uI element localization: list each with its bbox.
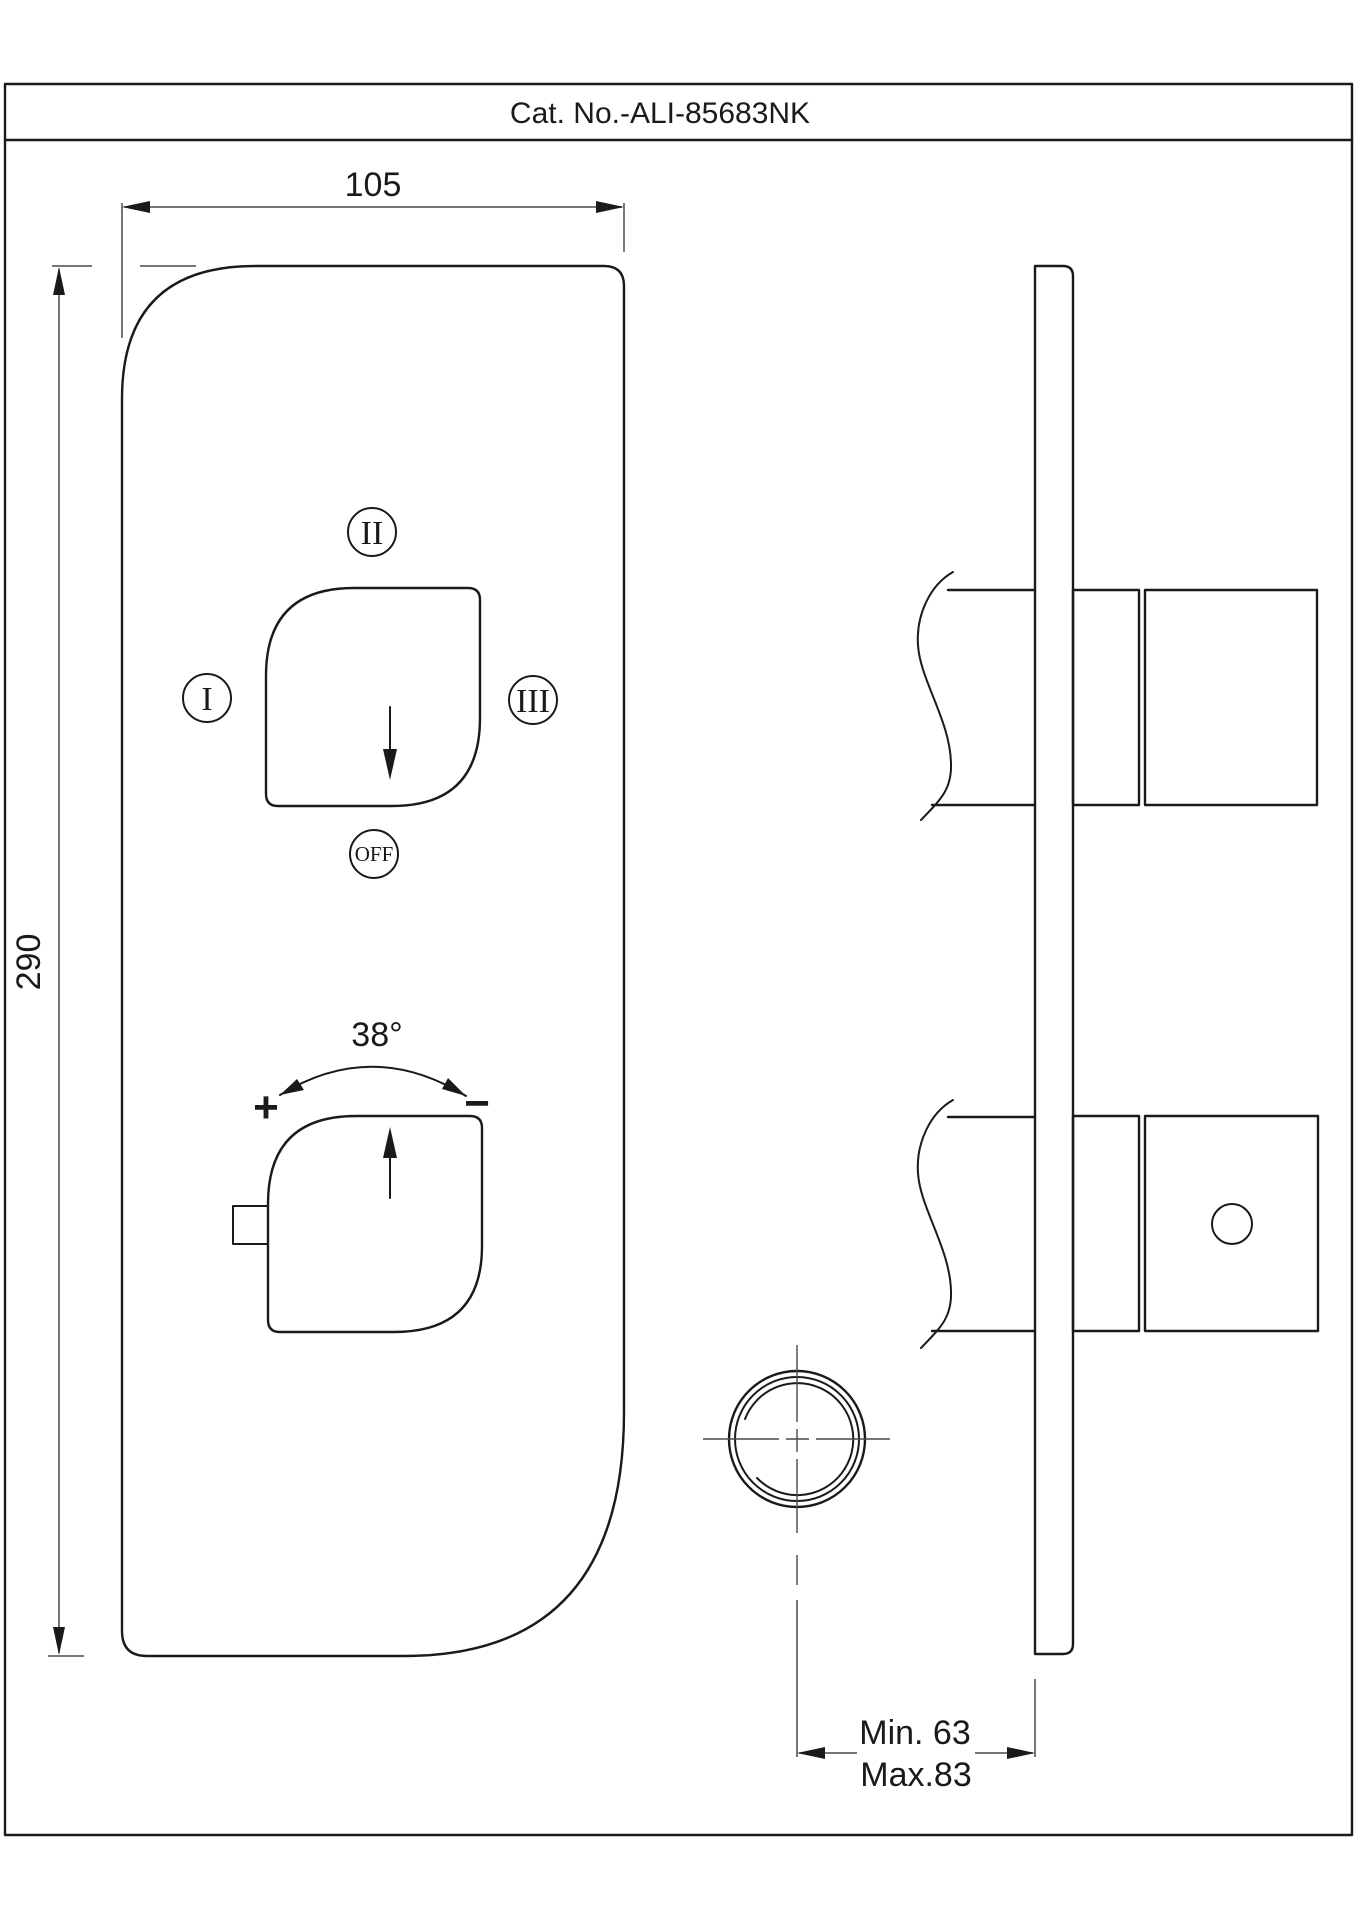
position-label-left: I: [201, 681, 212, 718]
diverter-knob-side: [1143, 588, 1319, 807]
position-label-right: III: [516, 683, 550, 720]
safety-button-tab: [232, 1205, 269, 1245]
depth-min-value: Min. 63: [859, 1714, 971, 1752]
temperature-knob-side: [1143, 1114, 1320, 1333]
position-circle-left: [182, 673, 232, 723]
height-value: 290: [10, 934, 48, 991]
arrowhead-left: [122, 201, 150, 213]
hot-sign: +: [253, 1083, 279, 1132]
side-view: Min. 63 Max.83: [703, 264, 1320, 1794]
position-label-top: II: [361, 515, 384, 552]
safety-button-side: [1211, 1203, 1253, 1245]
diverter-positions: II I III OFF: [182, 507, 558, 879]
width-dimension: 105: [121, 166, 625, 338]
lower-body: [916, 1099, 1320, 1349]
position-circle-top: [347, 507, 397, 557]
diverter-knob: [264, 586, 482, 808]
front-plate-outline: [120, 264, 626, 1658]
arrowhead-right: [596, 201, 624, 213]
thread-arc: [744, 1382, 855, 1497]
spindle-block: [1071, 1114, 1141, 1333]
arc-arrowhead-right: [442, 1078, 466, 1096]
break-line: [916, 1099, 954, 1349]
position-circle-off: [349, 829, 399, 879]
catalog-number: Cat. No.-ALI-85683NK: [510, 97, 810, 130]
position-label-off: OFF: [355, 842, 394, 866]
front-view: 105 290 II I III OFF: [10, 166, 626, 1658]
rotation-angle: 38° + −: [253, 1016, 490, 1132]
spindle-block: [1071, 588, 1141, 807]
temperature-knob: [232, 1114, 484, 1334]
pointer-arrow-head-down: [383, 749, 397, 780]
rotation-arc: [279, 1065, 467, 1097]
arc-arrowhead-left: [280, 1079, 304, 1095]
arrowhead-bottom: [53, 1627, 65, 1655]
arrowhead-top: [53, 267, 65, 295]
break-line: [916, 571, 954, 821]
height-dimension: 290: [10, 265, 196, 1657]
depth-max-value: Max.83: [860, 1756, 972, 1794]
position-circle-right: [508, 675, 558, 725]
arrowhead-right: [1007, 1747, 1035, 1759]
arrowhead-left: [797, 1747, 825, 1759]
diverter-knob-outline: [264, 586, 482, 808]
angle-value: 38°: [351, 1016, 402, 1054]
sheet-border: [3, 82, 1354, 1837]
upper-body: [916, 571, 1319, 821]
pointer-arrow-head-up: [383, 1127, 397, 1158]
cold-sign: −: [464, 1079, 490, 1128]
side-plate-outline: [1033, 264, 1075, 1656]
pipe-connection: [703, 1345, 890, 1585]
temperature-knob-outline: [266, 1114, 484, 1334]
depth-dimension: Min. 63 Max.83: [796, 1600, 1036, 1794]
width-value: 105: [345, 166, 402, 204]
